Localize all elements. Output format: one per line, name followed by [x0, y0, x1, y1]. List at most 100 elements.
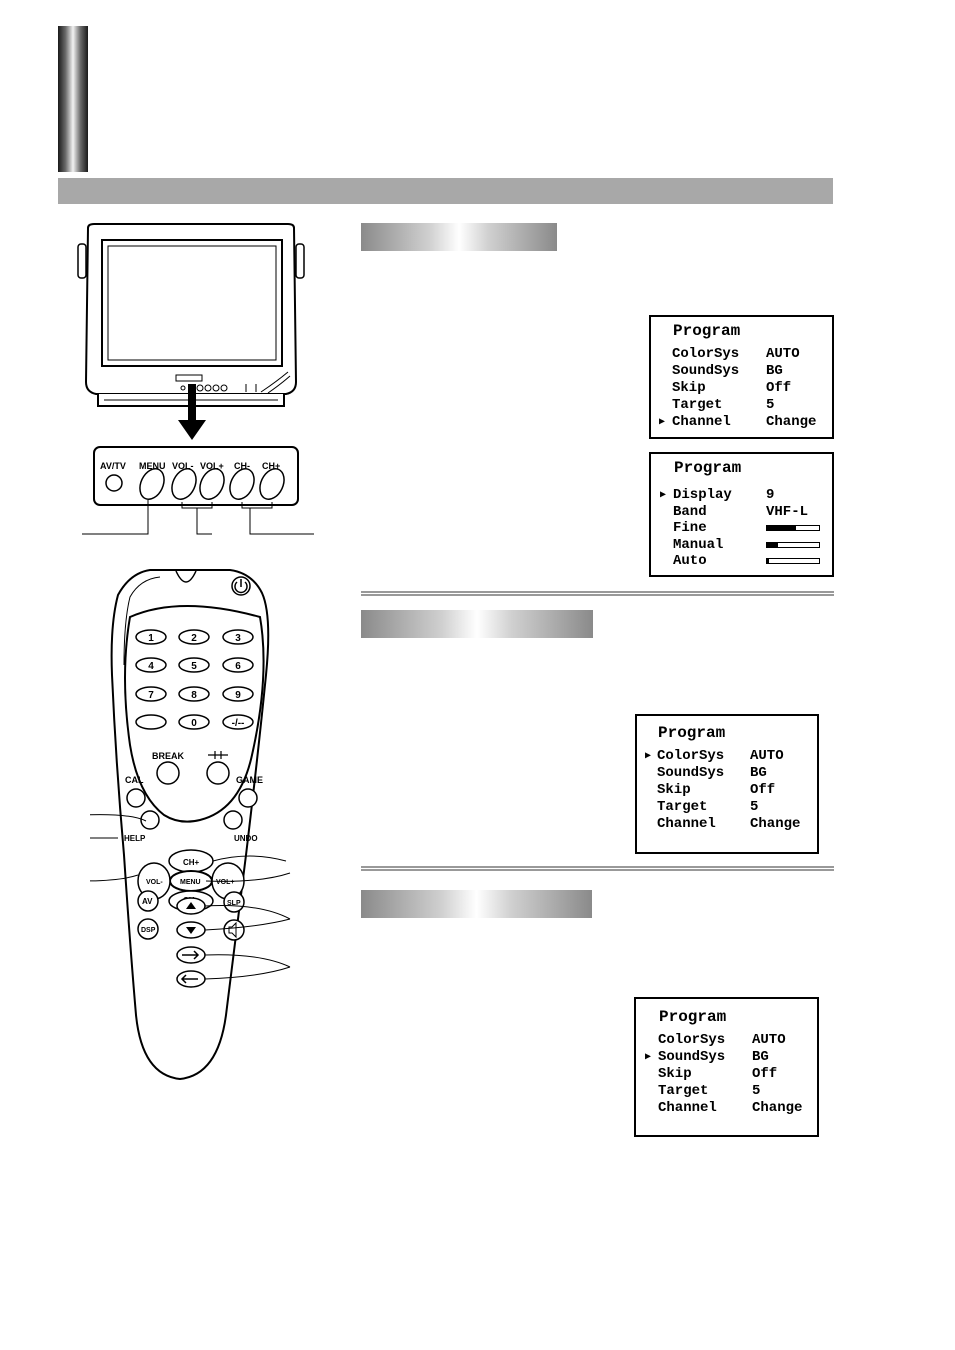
osd-title: Program	[674, 459, 742, 477]
av-button[interactable]	[137, 890, 159, 912]
digit-button[interactable]	[178, 629, 210, 645]
osd-row-value: BG	[750, 765, 767, 781]
digit-button[interactable]	[222, 714, 254, 730]
osd-level-bar	[766, 558, 820, 564]
osd-row-value: BG	[766, 363, 783, 379]
help-button[interactable]	[140, 810, 160, 830]
osd-row: Band VHF-L	[651, 504, 832, 521]
mute-button[interactable]	[223, 919, 245, 941]
digit-label: 8	[191, 690, 197, 701]
osd-row-label: Skip	[672, 380, 706, 396]
digit-button[interactable]	[178, 714, 210, 730]
osd-row-label: Channel	[657, 816, 716, 832]
osd-title: Program	[659, 1008, 727, 1026]
slp-button[interactable]	[223, 891, 245, 913]
cursor-arrow-icon: ▶	[659, 417, 666, 428]
osd-row-value: 5	[766, 397, 775, 413]
game-button[interactable]	[238, 788, 258, 808]
osd-title: Program	[673, 322, 741, 340]
mute-icon	[228, 921, 237, 939]
osd-row-value: Change	[752, 1100, 803, 1116]
recall-button[interactable]	[135, 714, 167, 730]
digit-label: 5	[191, 661, 197, 672]
panel-label: CH+	[262, 461, 280, 471]
osd-row-label: ColorSys	[657, 748, 725, 764]
freeze-button[interactable]	[206, 761, 230, 785]
cal-button[interactable]	[126, 788, 146, 808]
osd-row-value: 5	[752, 1083, 761, 1099]
osd-row-label: Channel	[658, 1100, 717, 1116]
digit-button[interactable]	[178, 686, 210, 702]
digit-label: 1	[148, 633, 154, 644]
digit-label: 7	[148, 690, 154, 701]
digit-button[interactable]	[222, 657, 254, 673]
triangle-up-icon	[186, 902, 196, 909]
header-rule	[58, 178, 833, 204]
osd-row-value: AUTO	[766, 346, 800, 362]
triangle-down-icon	[186, 927, 196, 934]
panel-label: VOL-	[172, 461, 194, 471]
section-tab-3	[361, 890, 592, 918]
digit-button[interactable]	[135, 686, 167, 702]
break-button[interactable]	[156, 761, 180, 785]
osd-title: Program	[658, 724, 726, 742]
osd-row-label: Target	[672, 397, 723, 413]
panel-label: MENU	[139, 461, 166, 471]
arrow-right-icon	[182, 950, 200, 960]
game-label: GAME	[236, 775, 263, 785]
digit-button[interactable]	[222, 629, 254, 645]
osd-row: Skip Off	[651, 380, 832, 397]
osd-row-label: Channel	[672, 414, 731, 430]
osd-level-fill	[767, 542, 779, 547]
digit-button[interactable]	[135, 657, 167, 673]
osd-row-label: Band	[673, 503, 707, 520]
osd-level-fill	[767, 526, 796, 530]
osd-row: SoundSys BG	[637, 765, 817, 782]
menu-label: MENU	[180, 879, 201, 886]
osd-row: Manual	[651, 537, 832, 554]
digit-button[interactable]	[222, 686, 254, 702]
osd-row: Target 5	[636, 1083, 817, 1100]
break-label: BREAK	[152, 751, 185, 761]
arrow-left-icon	[180, 974, 198, 984]
osd-row-label: SoundSys	[657, 765, 725, 781]
undo-button[interactable]	[223, 810, 243, 830]
dsp-button[interactable]	[137, 918, 159, 940]
osd-row: Auto	[651, 553, 832, 570]
front-panel: AV/TV MENU VOL- VOL+ CH- CH+	[82, 446, 314, 535]
osd-row: Target 5	[651, 397, 832, 414]
osd-level-bar	[766, 525, 820, 531]
osd-row-label: ColorSys	[672, 346, 740, 362]
osd-row-label: Skip	[658, 1066, 692, 1082]
volplus-label: VOL+	[216, 879, 234, 886]
panel-label: CH-	[234, 461, 250, 471]
dsp-label: DSP	[141, 927, 156, 934]
osd-row-value: Change	[750, 816, 801, 832]
section-separator-2	[361, 866, 834, 871]
osd-row-value: Off	[766, 380, 792, 396]
cursor-arrow-icon: ▶	[660, 490, 667, 501]
osd-row-value: 9	[766, 487, 775, 503]
volminus-label: VOL-	[146, 879, 163, 886]
osd-row-label: Target	[658, 1083, 709, 1099]
digit-button[interactable]	[178, 657, 210, 673]
digit-button[interactable]	[135, 629, 167, 645]
cursor-arrow-icon: ▶	[645, 1052, 652, 1063]
osd-row-value: VHF-L	[766, 503, 809, 520]
osd-row-label: Target	[657, 799, 708, 815]
osd-row: Channel Change	[636, 1100, 817, 1117]
digit-label: 9	[235, 690, 241, 701]
av-label: AV	[142, 897, 153, 906]
